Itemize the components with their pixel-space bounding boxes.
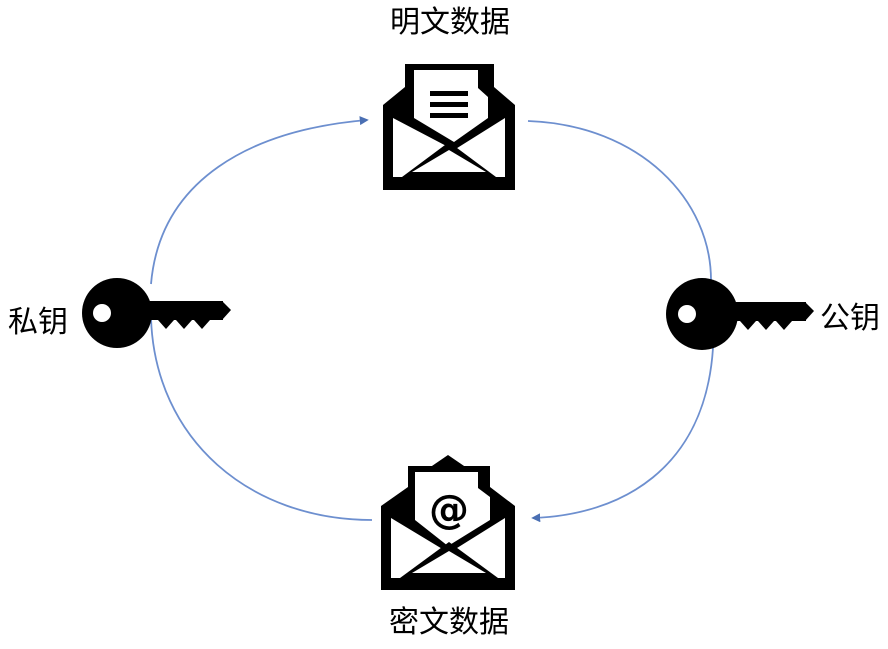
plaintext-label: 明文数据 (390, 5, 510, 40)
key-icon (666, 278, 814, 350)
at-sign-symbol: @ (429, 487, 469, 533)
open-envelope-at-sign-icon: @ (381, 455, 515, 590)
arrow-plaintext-to-public-key (527, 120, 712, 283)
ciphertext-label: 密文数据 (389, 605, 509, 640)
key-icon (82, 278, 231, 348)
cycle-arrows (150, 116, 714, 523)
open-envelope-document-icon (383, 64, 515, 190)
private-key-label: 私钥 (8, 305, 68, 340)
arrow-ciphertext-to-private-key (150, 317, 373, 521)
arrow-private-key-to-plaintext (150, 116, 369, 285)
public-key-label: 公钥 (820, 301, 880, 336)
arrow-public-key-to-ciphertext (531, 347, 714, 523)
